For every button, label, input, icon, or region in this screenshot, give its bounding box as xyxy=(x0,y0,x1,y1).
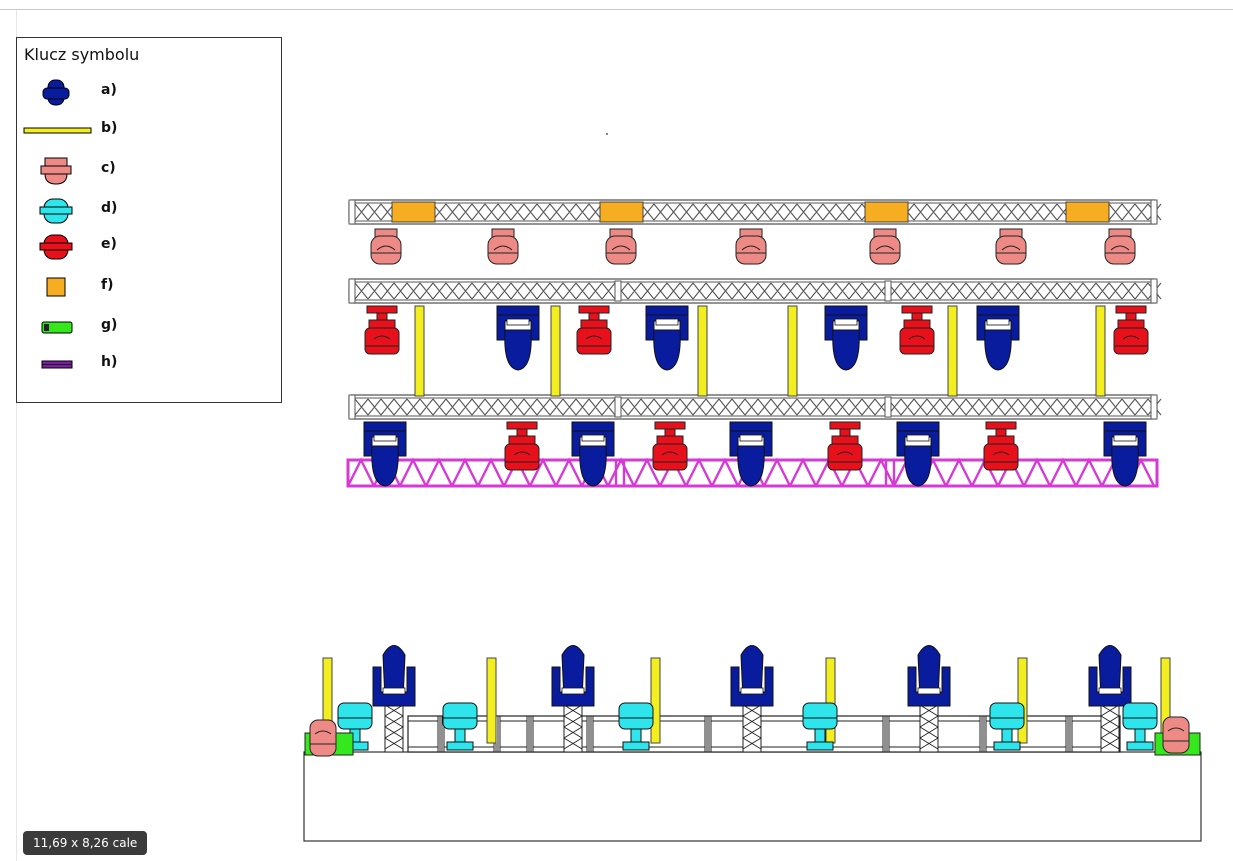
orange-square-icon xyxy=(46,277,66,297)
legend-item-e: e) xyxy=(17,232,277,262)
symbol-legend: Klucz symbolu a) b) c) d) e) xyxy=(16,37,282,403)
red-fixture xyxy=(576,305,612,355)
cyan-fixture xyxy=(618,702,654,751)
salmon-fixture xyxy=(370,228,402,265)
moving-head-fixture xyxy=(730,645,774,707)
purple-bar-icon xyxy=(41,360,73,369)
red-fixture-icon xyxy=(39,234,73,260)
moving-head-fixture xyxy=(571,421,615,487)
orange-box xyxy=(599,201,644,223)
red-fixture xyxy=(504,421,540,471)
truss-tower xyxy=(919,704,939,753)
moving-head-fixture xyxy=(363,421,407,487)
legend-title: Klucz symbolu xyxy=(24,45,140,64)
salmon-fixture xyxy=(487,228,519,265)
salmon-floor-fixture xyxy=(1162,716,1190,754)
moving-head-fixture xyxy=(1088,645,1132,707)
truss-joint xyxy=(614,396,622,418)
legend-label: e) xyxy=(101,236,117,252)
red-fixture xyxy=(652,421,688,471)
yellow-upright xyxy=(1017,657,1028,744)
truss-top xyxy=(348,199,1162,225)
yellow-bar xyxy=(414,305,425,397)
legend-label: c) xyxy=(101,160,116,176)
yellow-upright xyxy=(650,657,661,744)
salmon-fixture-icon xyxy=(40,157,72,185)
salmon-fixture xyxy=(735,228,767,265)
moving-head-fixture xyxy=(896,421,940,487)
moving-head-fixture xyxy=(729,421,773,487)
legend-label: h) xyxy=(101,354,118,370)
stage-deck xyxy=(303,751,1202,842)
legend-item-h: h) xyxy=(17,350,277,380)
moving-head-fixture xyxy=(976,305,1020,371)
legend-label: b) xyxy=(101,120,118,136)
cyan-fixture-icon xyxy=(39,198,73,224)
red-fixture xyxy=(364,305,400,355)
legend-item-c: c) xyxy=(17,156,277,186)
legend-item-g: g) xyxy=(17,313,277,343)
moving-head-fixture xyxy=(1103,421,1147,487)
yellow-bar xyxy=(1095,305,1106,397)
front-truss xyxy=(407,715,1121,753)
legend-item-b: b) xyxy=(17,116,277,146)
moving-head-fixture xyxy=(372,645,416,707)
legend-item-a: a) xyxy=(17,78,277,108)
salmon-fixture xyxy=(1104,228,1136,265)
legend-item-f: f) xyxy=(17,273,277,303)
salmon-fixture xyxy=(869,228,901,265)
legend-label: d) xyxy=(101,200,118,216)
truss-tower xyxy=(742,704,762,753)
cyan-fixture xyxy=(802,702,838,751)
moving-head-fixture xyxy=(551,645,595,707)
page-size-badge: 11,69 x 8,26 cale xyxy=(23,831,148,855)
red-fixture xyxy=(1113,305,1149,355)
yellow-upright xyxy=(486,657,497,744)
salmon-fixture xyxy=(605,228,637,265)
moving-head-fixture xyxy=(645,305,689,371)
green-box-icon xyxy=(41,321,73,334)
orange-box xyxy=(864,201,909,223)
cyan-fixture xyxy=(1122,702,1158,751)
stray-dot xyxy=(606,133,608,135)
left-divider xyxy=(16,10,17,861)
red-fixture xyxy=(827,421,863,471)
orange-box xyxy=(391,201,436,223)
moving-head-fixture xyxy=(907,645,951,707)
legend-label: g) xyxy=(101,317,118,333)
cyan-fixture xyxy=(989,702,1025,751)
legend-item-d: d) xyxy=(17,196,277,226)
truss-lower xyxy=(348,394,1162,420)
orange-box xyxy=(1065,201,1110,223)
legend-label: a) xyxy=(101,82,117,98)
yellow-bar xyxy=(697,305,708,397)
yellow-bar-icon xyxy=(23,127,92,134)
salmon-fixture xyxy=(995,228,1027,265)
top-divider xyxy=(0,9,1233,10)
truss-joint xyxy=(884,280,892,302)
legend-label: f) xyxy=(101,277,114,293)
moving-head-fixture xyxy=(496,305,540,371)
truss-tower xyxy=(1100,704,1120,753)
red-fixture xyxy=(899,305,935,355)
truss-joint xyxy=(614,280,622,302)
salmon-floor-fixture xyxy=(309,719,337,757)
truss-middle xyxy=(348,278,1162,304)
truss-tower xyxy=(563,704,583,753)
yellow-upright xyxy=(825,657,836,744)
truss-joint xyxy=(884,396,892,418)
moving-head-dark-blue-icon xyxy=(42,79,70,106)
yellow-bar xyxy=(947,305,958,397)
red-fixture xyxy=(983,421,1019,471)
truss-tower xyxy=(384,704,404,753)
yellow-bar xyxy=(787,305,798,397)
cyan-fixture xyxy=(442,702,478,751)
cyan-fixture xyxy=(337,702,373,751)
yellow-bar xyxy=(550,305,561,397)
moving-head-fixture xyxy=(824,305,868,371)
